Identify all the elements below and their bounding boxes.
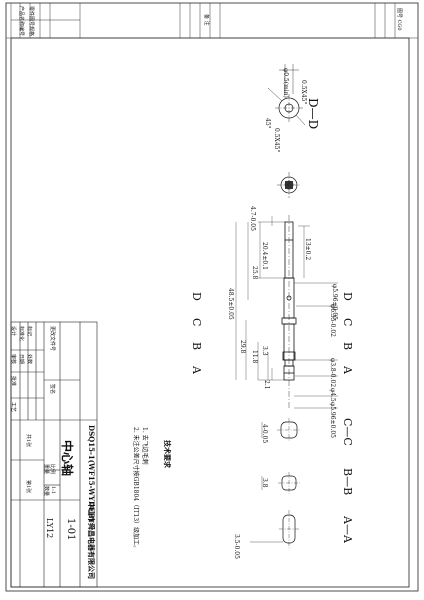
section-bb-dim: 3.8: [261, 478, 268, 488]
shaft-main-view: [281, 215, 297, 410]
title-block-signature-label: 签名: [49, 384, 55, 395]
left-label-a: A: [190, 366, 203, 374]
outer-frame: [5, 2, 419, 592]
shaft-dim-20: 20.4±0.1: [261, 242, 268, 270]
section-aa-label: A—A: [341, 516, 354, 543]
shaft-dim-2-1: 2.1: [263, 380, 270, 390]
title-block-designer-label: 设计: [10, 326, 16, 337]
top-strip-right-text: 图号 CG0: [396, 8, 402, 31]
tech-requirements-line-1: 1. 去飞边毛刺: [141, 427, 148, 465]
title-block-part-number: LY12: [45, 518, 54, 539]
top-strip-left-text-1: 产品名称编号: [18, 6, 24, 37]
top-strip-left-text-2: 零件图号规格: [28, 6, 34, 37]
section-dd-dim-chamfer-2: 0.5X45°: [273, 128, 280, 153]
top-strip: [6, 3, 418, 39]
title-block-scale-value: 1:1: [50, 486, 56, 495]
section-cc-view: [261, 418, 301, 442]
section-dd-view: [267, 64, 306, 126]
title-block-drawing-number: 1-01: [65, 518, 76, 541]
title-block-date-label: 日期: [18, 354, 24, 365]
section-aa-dim-bottom: 3.5-0.05: [233, 534, 240, 559]
left-label-d: D: [190, 292, 203, 301]
section-bb-view: [261, 472, 300, 494]
title-block-scale-label: 比例: [49, 464, 55, 475]
title-block-standard-label: 标准化: [18, 326, 24, 342]
shaft-dim-top-tolerance: 4.7-0.05: [249, 206, 256, 231]
section-cc-label: C—C: [341, 418, 354, 446]
shaft-dim-d3: φ3.8-0.02: [329, 358, 336, 388]
shaft-dim-d4: φ4.5: [329, 388, 336, 402]
title-block-checker-label: 审核: [10, 354, 16, 365]
section-cc-dim: 4-0.05: [261, 424, 268, 444]
shaft-dim-d5: φ5.96±0.05: [329, 402, 336, 438]
title-block-process-label: 工艺: [10, 402, 16, 413]
shaft-dim-48: 48.5±0.05: [227, 288, 234, 320]
top-strip-middle-text: 备 注: [203, 14, 209, 26]
tech-requirements-title: 技术要求: [163, 440, 172, 468]
section-bb-label: B—B: [341, 468, 354, 496]
title-block-revision-count-label: 处数: [26, 354, 32, 365]
end-view: [277, 172, 301, 198]
right-label-a: A: [341, 366, 354, 374]
title-block-part-name: 中心轴: [60, 440, 74, 477]
shaft-dim-29: 29.8: [239, 340, 246, 354]
shaft-dimension-lines: [235, 216, 338, 409]
right-label-c: C: [341, 318, 354, 327]
left-label-c: C: [190, 318, 203, 327]
title-block-revision-doc-label: 更改文件号: [49, 326, 55, 352]
section-dd-dim-diameter: φ0.5(min): [282, 68, 289, 98]
section-dd-dim-chamfer-1: 0.5X45°: [300, 80, 307, 105]
shaft-dim-13: 13±0.2: [304, 238, 311, 261]
title-block-sheet-total: 共1张: [25, 434, 31, 448]
shaft-dim-d2: φ6.35-0.02: [329, 304, 336, 337]
title-block-sheet-current: 第1张: [25, 480, 31, 494]
title-block-quantity-label: 数量: [43, 486, 49, 497]
section-dd-dim-angle: 45°: [264, 118, 271, 129]
inner-frame: [10, 37, 410, 588]
shaft-dim-25: 25.8: [251, 266, 258, 280]
section-aa-view: [250, 510, 299, 548]
shaft-dim-11: 11.8: [251, 350, 258, 364]
shaft-dim-3-3: 3.3: [261, 346, 268, 356]
left-label-b: B: [190, 342, 203, 351]
title-block-grid: [10, 321, 98, 588]
title-block-weight-label: 重量: [43, 464, 49, 475]
section-dd-label: D—D: [306, 98, 320, 130]
title-block-company: 中山市舜昌电器有限公司: [87, 502, 96, 579]
title-block-approver-label: 批准: [10, 376, 16, 387]
title-block-revision-label: 标记: [26, 326, 32, 337]
tech-requirements-line-2: 2. 未注公差尺寸按GB1804（IT13）级加工。: [132, 427, 139, 552]
right-label-b: B: [341, 342, 354, 351]
right-label-d: D: [341, 292, 354, 301]
